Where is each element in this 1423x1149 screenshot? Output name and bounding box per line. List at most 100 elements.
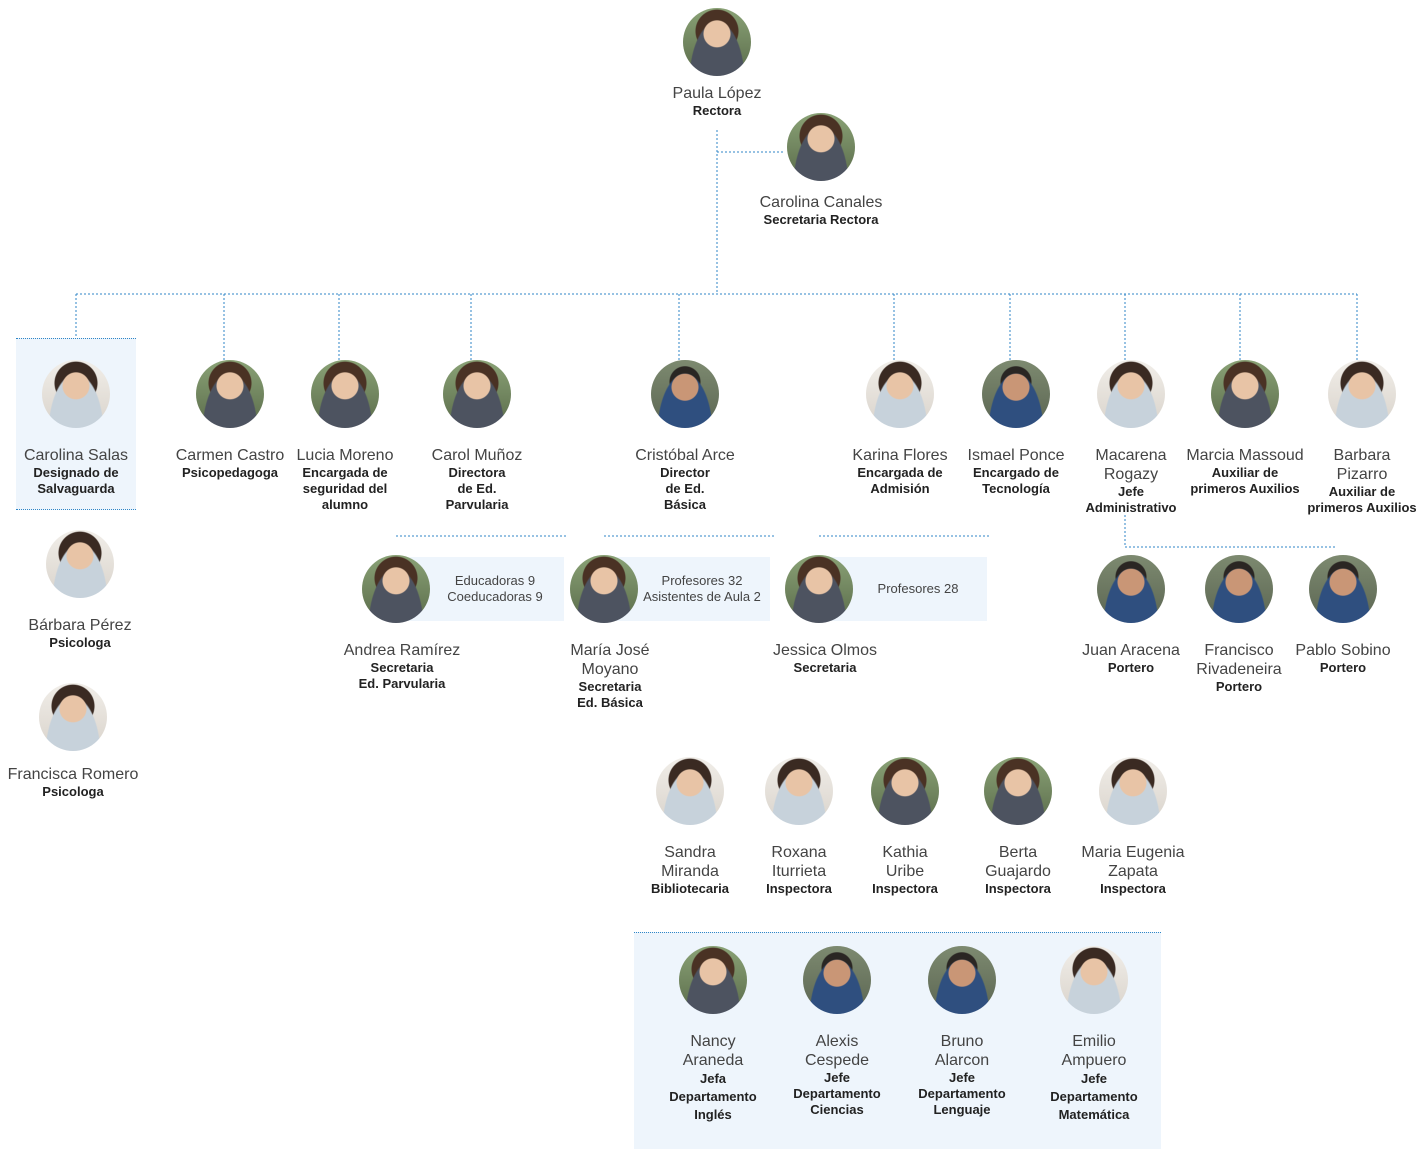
staff-role: alumno [321,497,369,512]
inspectoria-card: Berta Guajardo Inspectora [938,757,1098,897]
jefe-departamento-role: Departamento [1050,1089,1138,1104]
inspectoria-photo [1099,757,1167,825]
psicologa-name: Bárbara Pérez [28,617,132,634]
staff-name: Carmen Castro [175,447,285,464]
staff-card: Carol Muñoz Directora de Ed. Parvularia [397,360,557,513]
staff-role: de Ed. [665,481,705,496]
inspectoria-card: Maria Eugenia Zapata Inspectora [1053,757,1213,897]
staff-card: Lucia Moreno Encargada de seguridad del … [265,360,425,513]
secretaria-name: María José [570,642,650,659]
portero-name: Rivadeneira [1196,661,1282,678]
staff-name: Pizarro [1336,466,1388,483]
portero-role: Portero [1319,660,1367,675]
secretaria-photo [785,555,853,623]
secretaria-photo [570,555,638,623]
jefe-departamento-name: Bruno [940,1033,984,1050]
staff-name: Marcia Massoud [1186,447,1304,464]
jefe-departamento-card: Nancy Araneda Jefa Departamento Inglés [633,946,793,1124]
jefe-departamento-role: Jefa [699,1071,727,1086]
jefe-departamento-card: Bruno Alarcon Jefe Departamento Lenguaje [882,946,1042,1118]
jefe-departamento-name: Emilio [1072,1033,1116,1050]
portero-card: Juan Aracena Portero [1051,555,1211,676]
staff-card: Carolina Salas Designado de Salvaguarda [0,360,156,497]
staff-role: de Ed. [457,481,497,496]
inspectoria-photo [656,757,724,825]
staff-role: Admisión [870,481,930,496]
jefe-departamento-name: Nancy [690,1033,736,1050]
jefe-departamento-name: Araneda [682,1052,744,1069]
portero-role: Portero [1107,660,1155,675]
secretaria-name: Jessica Olmos [772,642,878,659]
jefe-departamento-role: Jefe [1080,1071,1108,1086]
inspectoria-card: Roxana Iturrieta Inspectora [719,757,879,897]
staff-name: Cristóbal Arce [635,447,735,464]
jefe-departamento-role: Inglés [694,1107,732,1122]
portero-photo [1097,555,1165,623]
staff-name: Ismael Ponce [967,447,1065,464]
jefe-departamento-photo [679,946,747,1014]
staff-name: Carolina Salas [23,447,129,464]
inspectoria-name: Uribe [885,863,925,880]
staff-role: Salvaguarda [37,481,115,496]
staff-photo [1211,360,1279,428]
staff-role: Directora [448,465,506,480]
portero-photo [1205,555,1273,623]
secretaria-rectora-card: Carolina Canales Secretaria Rectora [741,113,901,228]
staff-role: Básica [664,497,706,512]
inspectoria-name: Sandra [664,844,716,861]
inspectoria-role: Bibliotecaria [650,881,730,896]
secretaria-rectora-role: Secretaria Rectora [763,212,879,227]
psicologa-photo [39,683,107,751]
staff-photo [651,360,719,428]
staff-role: Psicopedagoga [181,465,279,480]
staff-role: Encargada de [857,465,943,480]
portero-name: Francisco [1204,642,1274,659]
staff-name: Lucia Moreno [296,447,394,464]
psicologa-card: Francisca Romero Psicologa [0,683,153,800]
staff-count-line: Profesores 32 [661,573,743,588]
staff-card: Barbara Pizarro Auxiliar de primeros Aux… [1282,360,1423,516]
staff-role: Encargado de [973,465,1059,480]
rectora-name: Paula López [672,85,762,102]
staff-photo [311,360,379,428]
secretaria-rectora-name: Carolina Canales [759,194,883,211]
jefe-departamento-role: Departamento [669,1089,757,1104]
inspectoria-role: Inspectora [872,881,938,896]
secretaria-card: Andrea Ramírez Secretaria Ed. Parvularia [322,555,482,692]
inspectoria-photo [984,757,1052,825]
staff-count-badge: Educadoras 9 Coeducadoras 9 [396,557,564,621]
secretaria-role: Secretaria [578,679,642,694]
jefe-departamento-card: Emilio Ampuero Jefe Departamento Matemát… [1014,946,1174,1124]
jefe-departamento-photo [1060,946,1128,1014]
staff-role: Encargada de [302,465,388,480]
jefe-departamento-role: Ciencias [810,1102,864,1117]
jefe-departamento-role: Jefe [823,1070,851,1085]
staff-card: Cristóbal Arce Director de Ed. Básica [605,360,765,513]
staff-photo [1097,360,1165,428]
secretaria-card: María José Moyano Secretaria Ed. Básica [530,555,690,711]
staff-role: Administrativo [1085,500,1177,515]
staff-name: Macarena [1095,447,1167,464]
jefe-departamento-name: Alarcon [934,1052,990,1069]
staff-name: Rogazy [1103,466,1159,483]
staff-photo [196,360,264,428]
staff-role: Auxiliar de [1211,465,1279,480]
secretaria-name: Moyano [581,661,639,678]
portero-name: Pablo Sobino [1295,642,1391,659]
inspectoria-name: Berta [998,844,1038,861]
jefe-departamento-role: Jefe [948,1070,976,1085]
staff-name: Carol Muñoz [431,447,523,464]
inspectoria-photo [871,757,939,825]
portero-name: Juan Aracena [1082,642,1180,659]
rectora-card: Paula López Rectora [637,8,797,119]
jefe-departamento-name: Ampuero [1061,1052,1127,1069]
portero-card: Pablo Sobino Portero [1263,555,1423,676]
staff-count-badge: Profesores 28 [819,557,987,621]
staff-role: primeros Auxilios [1307,500,1417,515]
secretaria-rectora-photo [787,113,855,181]
staff-card: Karina Flores Encargada de Admisión [820,360,980,497]
inspectoria-name: Roxana [771,844,827,861]
staff-count-badge: Profesores 32 Asistentes de Aula 2 [604,557,770,621]
psicologa-role: Psicologa [49,635,111,650]
inspectoria-name: Guajardo [985,863,1051,880]
